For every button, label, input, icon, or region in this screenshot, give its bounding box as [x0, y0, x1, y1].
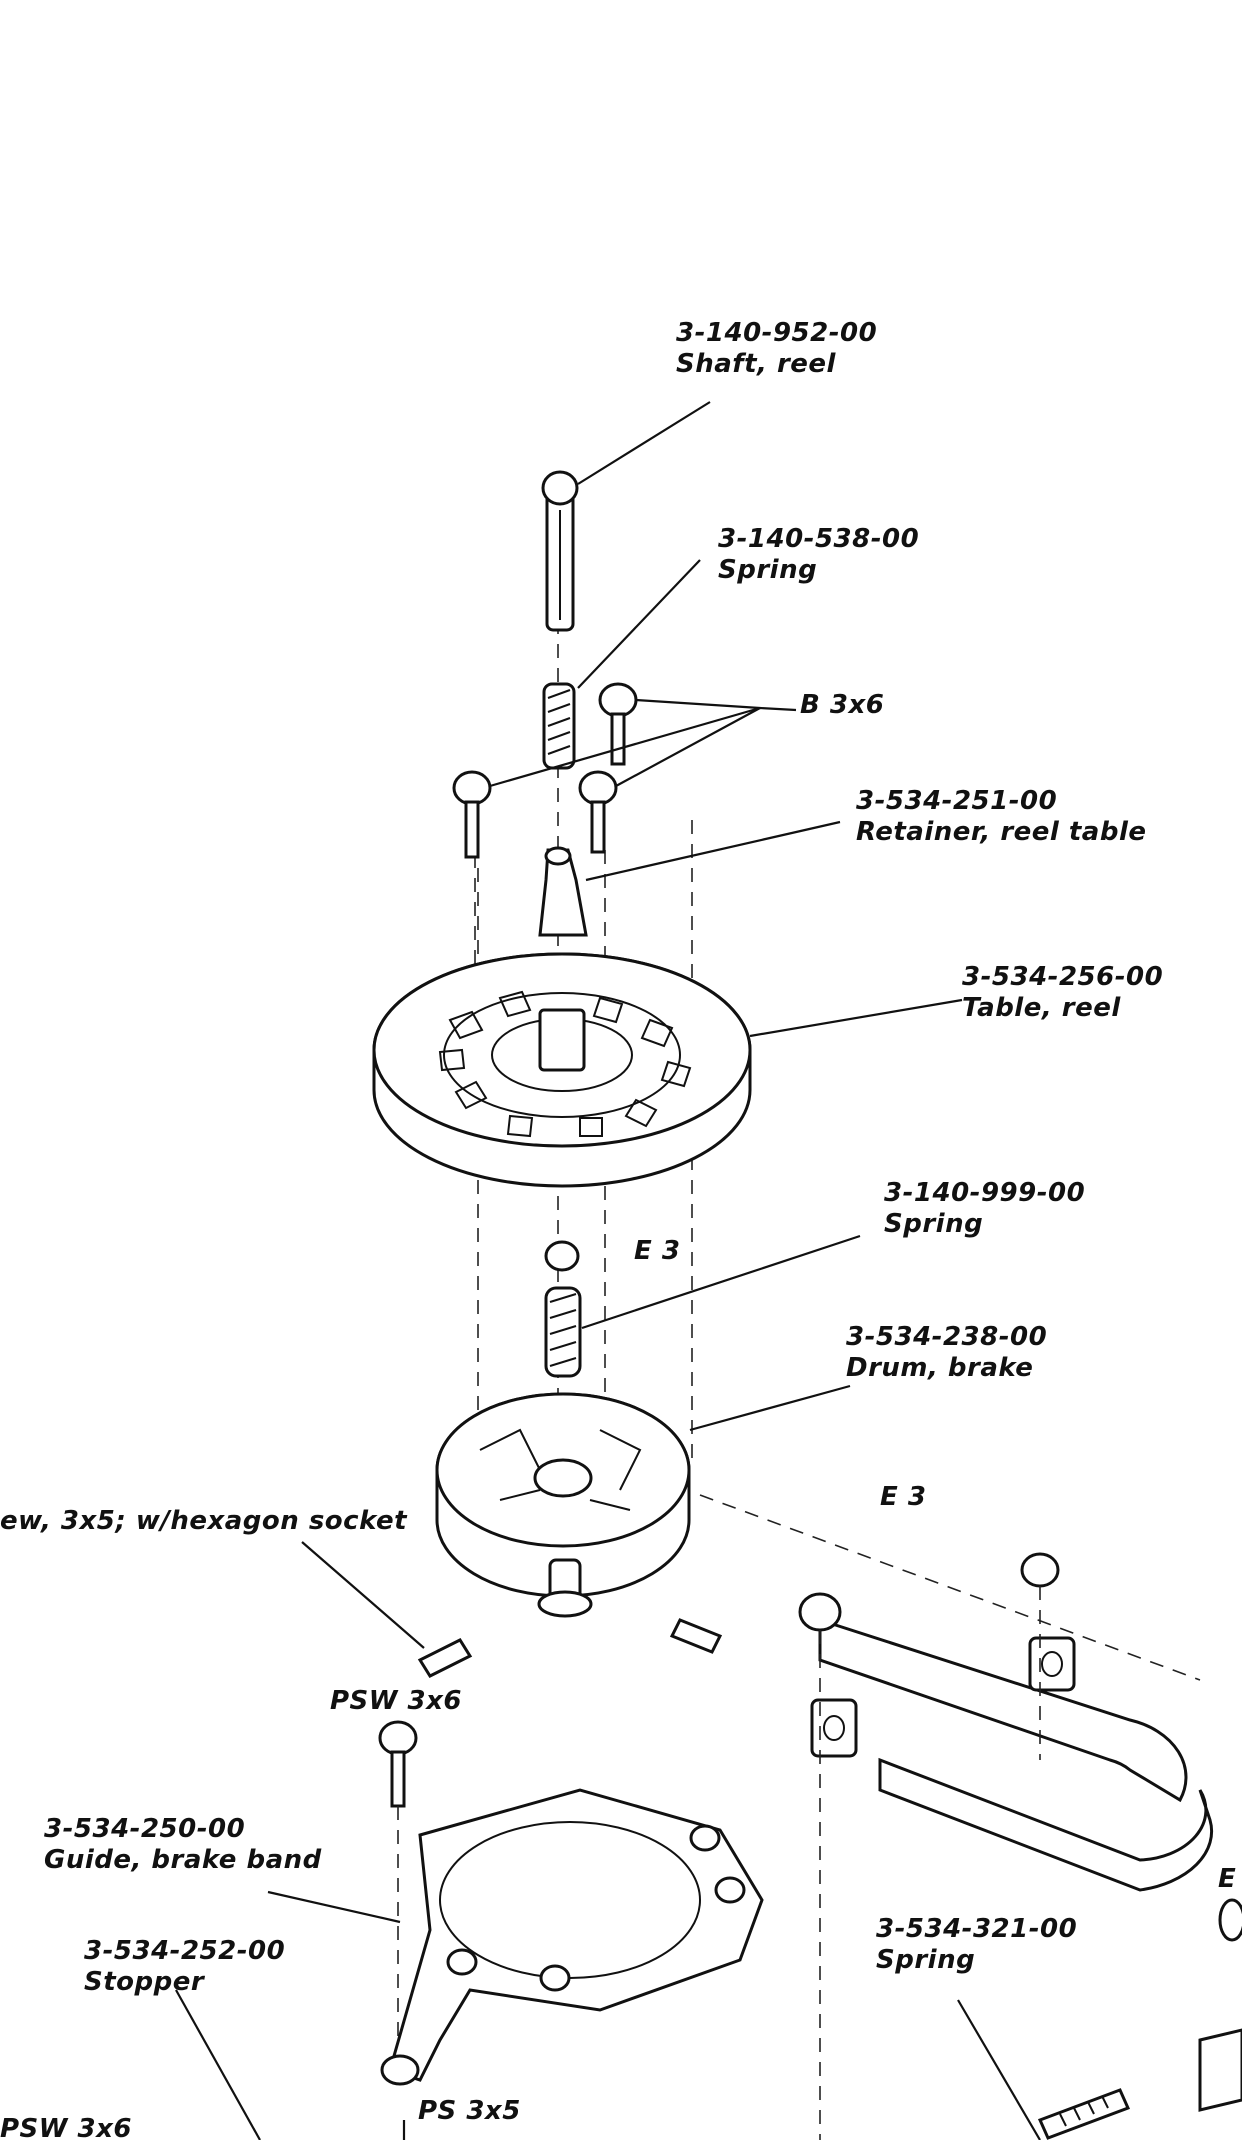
part-name: PSW 3x6 [330, 1686, 462, 1716]
spring-lower-part [1037, 1898, 1242, 2140]
label-table-reel: 3-534-256-00 Table, reel [962, 962, 1163, 1024]
drum-brake-part [435, 1392, 691, 1618]
part-name: Retainer, reel table [856, 817, 1147, 847]
part-name: Drum, brake [846, 1353, 1034, 1383]
label-psw-3x6-lower: PSW 3x6 [0, 2114, 132, 2145]
label-e-edge: E [1218, 1864, 1236, 1895]
label-psw-3x6-upper: PSW 3x6 [330, 1686, 462, 1717]
label-e3-lower: E 3 [880, 1482, 926, 1513]
part-name: Spring [884, 1209, 984, 1239]
part-name: Table, reel [962, 993, 1121, 1023]
label-retainer-reel-table: 3-534-251-00 Retainer, reel table [856, 786, 1147, 848]
label-e3-upper: E 3 [634, 1236, 680, 1267]
part-number: 3-534-238-00 [846, 1322, 1048, 1352]
part-name: Spring [876, 1945, 976, 1975]
label-guide-brake-band: 3-534-250-00 Guide, brake band [44, 1814, 322, 1876]
part-number: 3-140-952-00 [676, 318, 878, 348]
part-number: 3-534-321-00 [876, 1914, 1078, 1944]
screw-hex-socket-parts [417, 1618, 723, 1678]
leader-lines [175, 401, 1041, 2140]
part-name: Spring [718, 555, 818, 585]
part-name: E 3 [634, 1236, 681, 1266]
label-spring-middle: 3-140-999-00 Spring [884, 1178, 1085, 1240]
label-screw-hex-socket: ew, 3x5; w/hexagon socket [0, 1506, 407, 1537]
label-drum-brake: 3-534-238-00 Drum, brake [846, 1322, 1047, 1384]
part-number: 3-534-252-00 [84, 1936, 286, 1966]
part-number: 3-140-999-00 [884, 1178, 1086, 1208]
spring-middle-part [544, 1286, 582, 1378]
table-reel-part [372, 952, 752, 1188]
label-stopper: 3-534-252-00 Stopper [84, 1936, 285, 1998]
psw-3x6-upper-part [378, 1720, 418, 2060]
part-number: 3-140-538-00 [718, 524, 920, 554]
spring-upper-part [542, 682, 576, 770]
part-name: ew, 3x5; w/hexagon socket [0, 1506, 408, 1536]
label-spring-lower: 3-534-321-00 Spring [876, 1914, 1077, 1976]
label-shaft-reel: 3-140-952-00 Shaft, reel [676, 318, 877, 380]
label-spring-upper: 3-140-538-00 Spring [718, 524, 919, 586]
part-name: B 3x6 [800, 690, 885, 720]
part-name: Shaft, reel [676, 349, 836, 379]
part-name: PSW 3x6 [0, 2114, 132, 2144]
part-number: 3-534-251-00 [856, 786, 1058, 816]
label-ps-3x5: PS 3x5 [418, 2096, 521, 2127]
guide-brake-band-part [380, 1788, 764, 2086]
part-name: PS 3x5 [418, 2096, 521, 2126]
part-name: Stopper [84, 1967, 205, 1997]
part-number: 3-534-250-00 [44, 1814, 246, 1844]
e3-upper-part [544, 1240, 580, 1272]
screw-b3x6-parts [452, 682, 638, 859]
label-screw-b3x6: B 3x6 [800, 690, 884, 721]
shaft-reel-part [541, 470, 579, 632]
part-name: E 3 [880, 1482, 927, 1512]
part-number: 3-534-256-00 [962, 962, 1164, 992]
retainer-reel-table-part [538, 846, 588, 937]
part-name: E [1218, 1864, 1237, 1894]
part-name: Guide, brake band [44, 1845, 322, 1875]
brake-band-part [798, 1552, 1214, 2140]
